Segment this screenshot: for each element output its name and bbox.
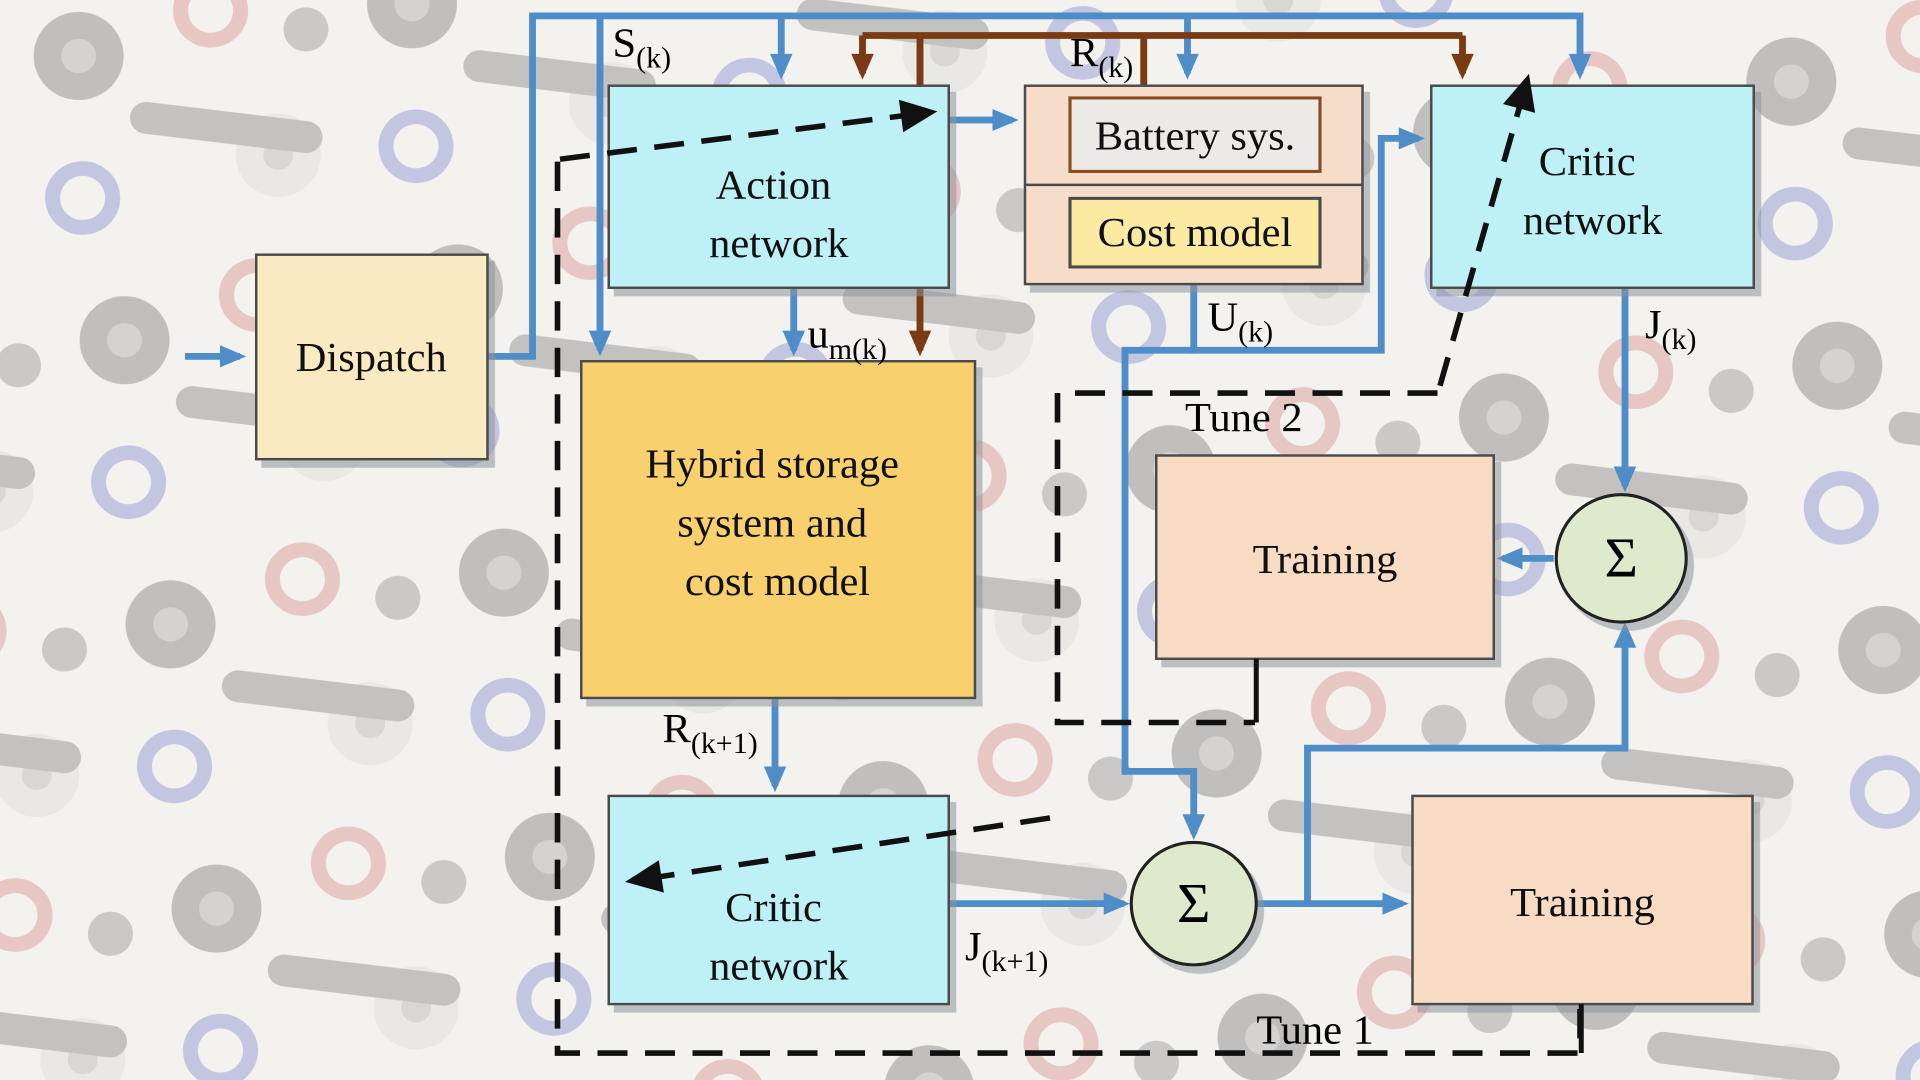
label-u-m-k: um(k) bbox=[808, 312, 888, 366]
label-r-k-plus-1: R(k+1) bbox=[663, 706, 758, 760]
critic-network-bottom-label: Critic network bbox=[709, 885, 849, 989]
hybrid-storage-box bbox=[580, 360, 977, 700]
battery-sys-box bbox=[1068, 96, 1322, 173]
label-j-k-plus-1: J(k+1) bbox=[965, 924, 1048, 978]
critic-network-top-label: Critic network bbox=[1523, 139, 1663, 243]
critic-network-bottom-box bbox=[607, 794, 950, 1006]
dispatch-label: Dispatch bbox=[296, 335, 447, 381]
cost-model-box bbox=[1068, 196, 1322, 269]
training-mid-label: Training bbox=[1253, 537, 1398, 583]
label-tune2: Tune 2 bbox=[1185, 395, 1303, 441]
training-bottom-label: Training bbox=[1510, 880, 1655, 926]
label-j-k: J(k) bbox=[1645, 302, 1697, 356]
training-mid-box bbox=[1155, 454, 1495, 660]
critic-network-top-box bbox=[1430, 84, 1755, 289]
signal-lines bbox=[185, 12, 1637, 915]
sum-right-label: Σ bbox=[1605, 527, 1638, 589]
line-uk-to-critic-top bbox=[1190, 127, 1425, 354]
tune1-arrow-to-critic-bottom bbox=[625, 815, 1051, 893]
tune1-arrow-to-action-network bbox=[559, 99, 938, 162]
sum-right-circle bbox=[1554, 493, 1688, 624]
diagram-boxes: Dispatch Action network Battery sys. Cos… bbox=[255, 84, 1755, 1006]
tune1-boundary bbox=[554, 161, 1583, 1056]
sum-bottom-circle bbox=[1129, 840, 1258, 967]
label-u-k: U(k) bbox=[1208, 295, 1274, 349]
cost-model-label: Cost model bbox=[1098, 210, 1293, 256]
sum-bottom-label: Σ bbox=[1177, 873, 1210, 935]
dispatch-box bbox=[255, 253, 489, 461]
line-dispatch-to-top-bus bbox=[487, 12, 1592, 360]
tuning-dashed-lines bbox=[554, 73, 1583, 1056]
line-uk-to-sum-bottom bbox=[1121, 346, 1205, 840]
action-network-label: Action network bbox=[709, 163, 849, 267]
label-tune1: Tune 1 bbox=[1256, 1008, 1374, 1054]
training-bottom-box bbox=[1411, 794, 1754, 1006]
hybrid-storage-label: Hybrid storage system and cost model bbox=[645, 442, 909, 605]
tune2-boundary bbox=[1054, 390, 1438, 726]
battery-sys-label: Battery sys. bbox=[1095, 114, 1296, 160]
tune2-arrow-to-critic-top bbox=[1437, 73, 1536, 387]
signal-labels: S(k) R(k) um(k) U(k) J(k) R(k+1) J(k+1) … bbox=[613, 21, 1697, 1053]
line-feedback-to-sum-right bbox=[1304, 622, 1637, 904]
label-r-k: R(k) bbox=[1070, 30, 1133, 84]
label-s-k: S(k) bbox=[613, 21, 672, 75]
